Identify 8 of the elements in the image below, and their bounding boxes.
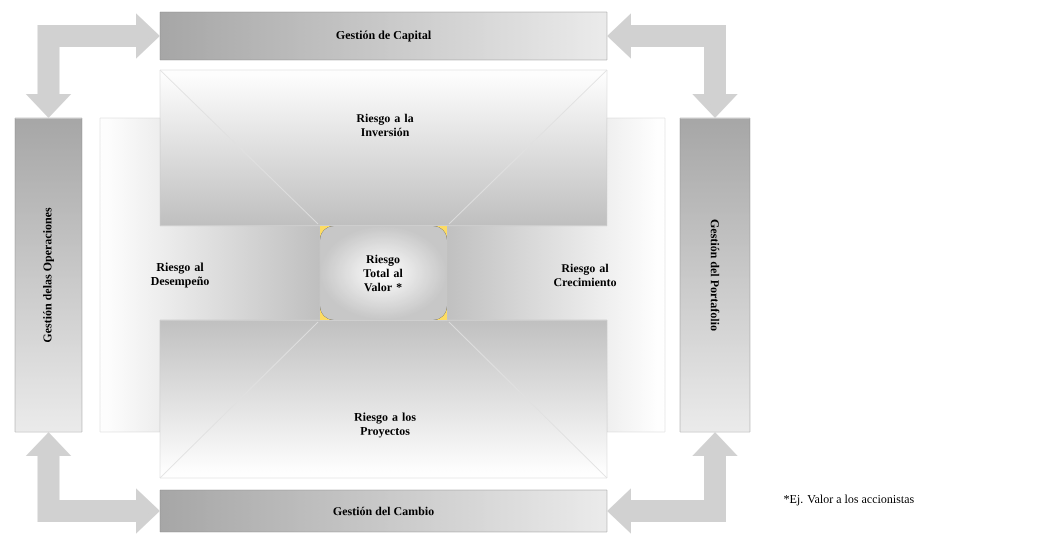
center-box: Riesgo Total al Valor * — [320, 226, 447, 320]
risk-region: Riesgo a la Inversión — [159, 69, 608, 227]
management-bar: Gestión del Cambio — [159, 489, 608, 533]
management-bar: Gestión del Portafolio — [679, 117, 751, 433]
risk-region: Riesgo a los Proyectos — [159, 319, 608, 479]
management-bar: Gestión de Capital — [159, 11, 608, 61]
management-bar: Gestión delas Operaciones — [14, 117, 83, 433]
footnote: *Ej. Valor a los accionistas — [784, 494, 914, 506]
